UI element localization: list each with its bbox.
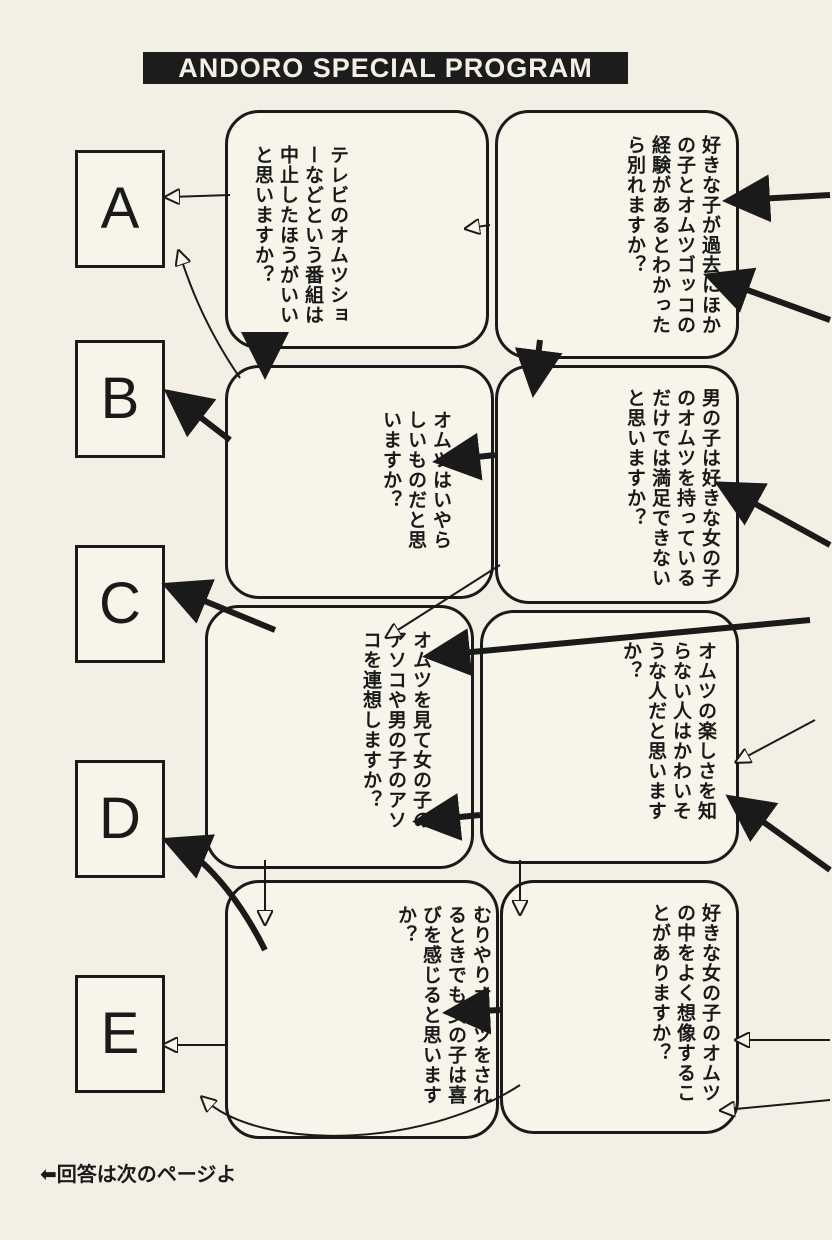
question-7-text: 好きな女の子のオムツの中をよく想像することがありますか？	[649, 903, 721, 1103]
question-5-text: オムツの楽しさを知らない人はかわいそうな人だと思いますか？	[620, 641, 717, 821]
question-panel-7: 好きな女の子のオムツの中をよく想像することがありますか？	[500, 880, 739, 1134]
answer-b-box: B	[75, 340, 165, 458]
arrow	[722, 174, 831, 223]
answer-a-box: A	[75, 150, 165, 268]
question-panel-5: オムツの楽しさを知らない人はかわいそうな人だと思いますか？	[480, 610, 739, 864]
answer-e-box: E	[75, 975, 165, 1093]
question-6-text: オムツを見て女の子のアソコや男の子のアソコを連想しますか？	[360, 630, 432, 830]
question-panel-2: テレビのオムツショーなどという番組は中止したほうがいいと思いますか？	[225, 110, 489, 349]
question-2-text: テレビのオムツショーなどという番組は中止したほうがいいと思いますか？	[252, 145, 349, 325]
question-panel-4: オムツはいやらしいものだと思いますか？	[225, 365, 494, 599]
footer-note: ⬅回答は次のページよ	[40, 1158, 236, 1187]
question-4-text: オムツはいやらしいものだと思いますか？	[380, 410, 452, 550]
question-panel-1: 好きな子が過去にほかの子とオムツゴッコの経験があるとわかったら別れますか？	[495, 110, 739, 359]
footer-text: 回答は次のページよ	[56, 1162, 237, 1186]
answer-d-box: D	[75, 760, 165, 878]
answer-c-box: C	[75, 545, 165, 663]
page-title: ANDORO SPECIAL PROGRAM	[143, 52, 628, 84]
question-3-text: 男の子は好きな女の子のオムツを持っているだけでは満足できないと思いますか？	[624, 388, 721, 588]
arrow-left-icon: ⬅	[40, 1162, 57, 1186]
